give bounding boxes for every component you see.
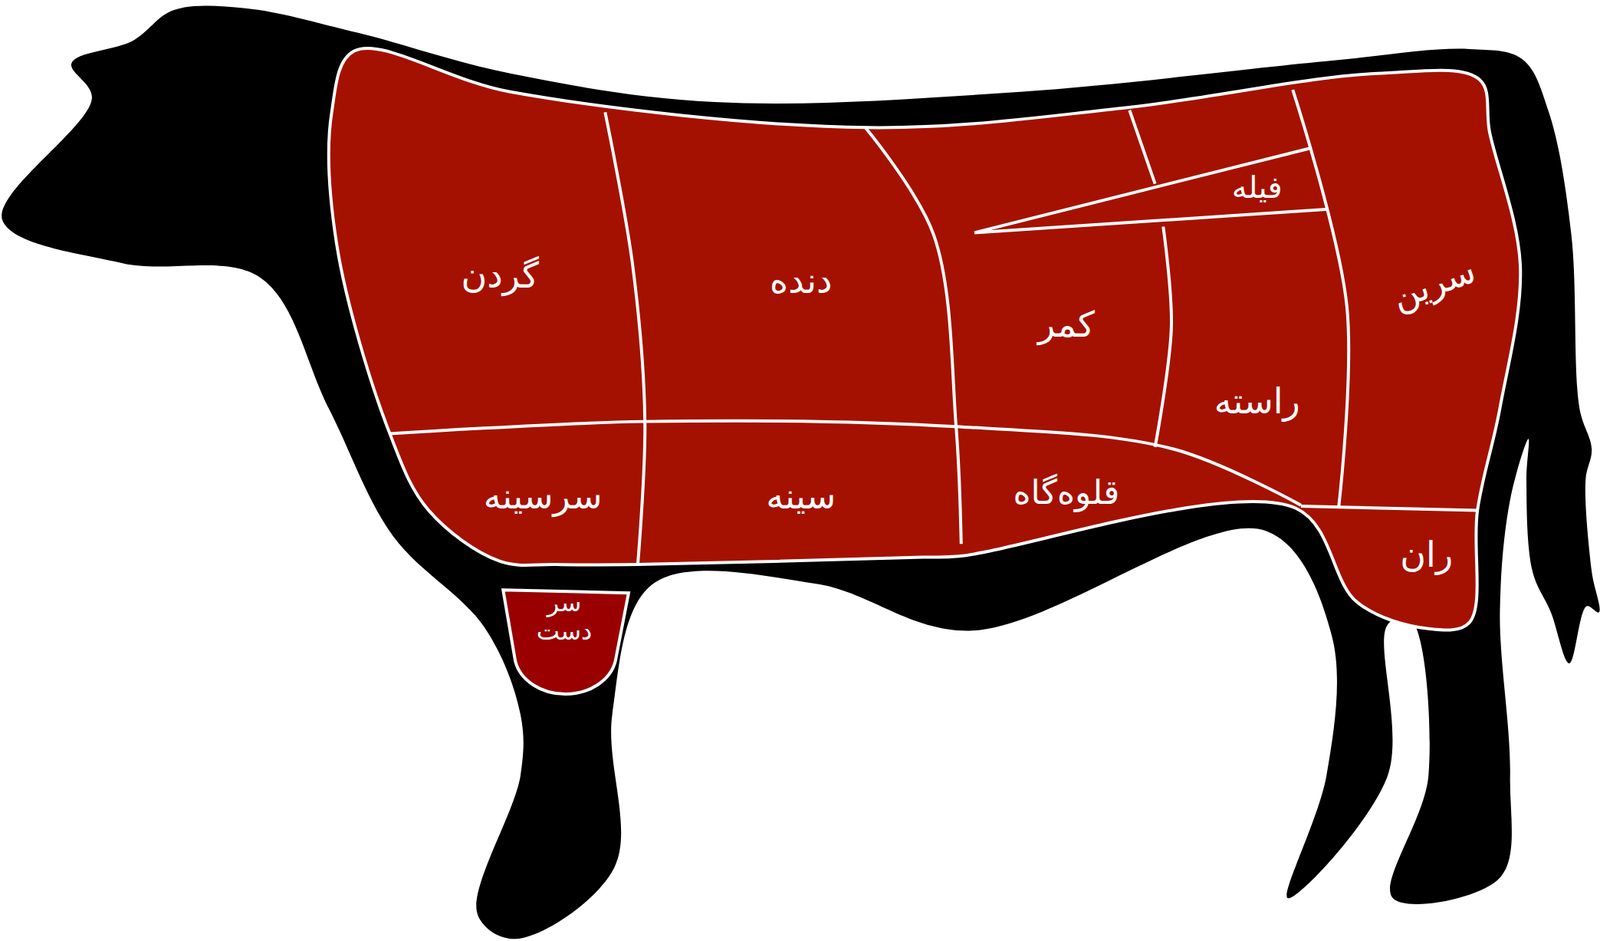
loin-cut: کمر: [1038, 304, 1095, 345]
cut-line: [1301, 505, 1478, 510]
cut-label: گردن: [460, 255, 539, 296]
cut-line: [1129, 110, 1155, 184]
cut-label: فیله: [1232, 169, 1283, 205]
cut-label: دنده: [769, 260, 833, 302]
rib-cut: دنده: [769, 260, 833, 302]
cut-label: سینه: [765, 475, 836, 516]
cow-silhouette: [1, 5, 1600, 939]
cut-label: سر دست: [529, 588, 599, 646]
cut-line: [604, 111, 645, 565]
cut-label: قلوه‌گاه: [1012, 472, 1120, 512]
shank-cut: سر دست: [529, 588, 599, 646]
round-cut: ران: [1399, 533, 1453, 575]
cut-label: ران: [1399, 533, 1453, 575]
cut-line: [974, 147, 1329, 233]
brisket-front-cut: سرسینه: [483, 475, 603, 516]
sirloin-cut: راسته: [1214, 381, 1301, 422]
tenderloin-cut: فیله: [1232, 169, 1283, 205]
cut-line: [865, 127, 962, 544]
cut-label: سرسینه: [483, 475, 603, 516]
cut-label: کمر: [1038, 304, 1095, 345]
cut-line: [1155, 226, 1172, 447]
neck-cut: گردن: [460, 255, 539, 296]
cut-label: راسته: [1214, 381, 1301, 422]
cut-line: [1292, 89, 1349, 507]
cuts-region: [328, 48, 1521, 631]
flank-cut: قلوه‌گاه: [1012, 472, 1120, 512]
brisket-cut: سینه: [765, 475, 836, 516]
shank-region: [502, 589, 629, 694]
